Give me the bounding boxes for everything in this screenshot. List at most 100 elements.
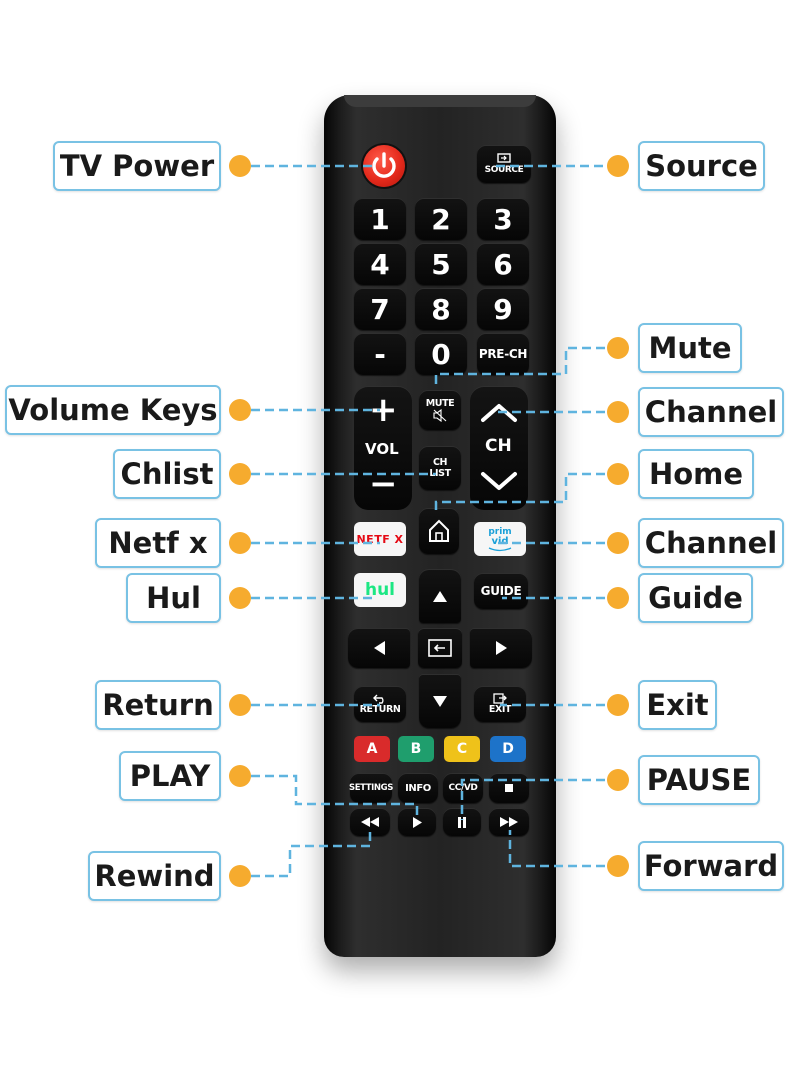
hulu-button[interactable]: hul xyxy=(354,573,406,607)
dot-netflix xyxy=(229,532,251,554)
prime-smile-icon xyxy=(488,546,512,551)
color-key-b[interactable]: B xyxy=(398,736,434,762)
dot-channel xyxy=(607,401,629,423)
dpad-down-button[interactable] xyxy=(419,674,461,728)
prime-logo-top: prim xyxy=(488,526,512,537)
number-key-4[interactable]: 4 xyxy=(354,243,406,285)
dot-rewind xyxy=(229,865,251,887)
dpad-up-button[interactable] xyxy=(419,569,461,623)
dpad-right-button[interactable] xyxy=(470,628,532,668)
callout-guide: Guide xyxy=(638,573,753,623)
channel-rocker[interactable]: CH xyxy=(470,386,528,510)
leader-home xyxy=(434,472,605,512)
settings-button[interactable]: SETTINGS xyxy=(349,773,393,803)
callout-forward: Forward xyxy=(638,841,784,891)
dash-key[interactable]: - xyxy=(354,333,406,375)
color-key-d[interactable]: D xyxy=(490,736,526,762)
callout-channel-prime: Channel xyxy=(638,518,784,568)
volume-down-symbol: − xyxy=(369,464,398,504)
arrow-left-icon xyxy=(373,641,385,655)
callout-tv-power: TV Power xyxy=(53,141,221,191)
dpad-enter-button[interactable] xyxy=(418,628,462,668)
rewind-button[interactable] xyxy=(350,808,390,836)
color-key-a[interactable]: A xyxy=(354,736,390,762)
callout-netflix: Netf x xyxy=(95,518,221,568)
color-key-c[interactable]: C xyxy=(444,736,480,762)
callout-rewind: Rewind xyxy=(88,851,221,901)
mute-key-label: MUTE xyxy=(425,398,455,409)
exit-icon xyxy=(493,693,507,704)
source-icon xyxy=(497,153,511,163)
number-key-9[interactable]: 9 xyxy=(477,288,529,330)
callout-exit: Exit xyxy=(638,680,717,730)
leader-forward xyxy=(508,830,605,868)
dot-source xyxy=(607,155,629,177)
dot-exit xyxy=(607,694,629,716)
callout-source: Source xyxy=(638,141,765,191)
exit-key-label: EXIT xyxy=(488,704,512,715)
number-key-0[interactable]: 0 xyxy=(415,333,467,375)
ch-list-button[interactable]: CH LIST xyxy=(419,446,461,490)
number-key-1[interactable]: 1 xyxy=(354,198,406,240)
info-button[interactable]: INFO xyxy=(398,773,438,803)
callout-chlist: Chlist xyxy=(113,449,221,499)
pre-ch-button[interactable]: PRE-CH xyxy=(477,333,529,375)
number-key-5[interactable]: 5 xyxy=(415,243,467,285)
enter-icon xyxy=(428,639,452,657)
callout-volume-keys: Volume Keys xyxy=(5,385,221,435)
callout-pause: PAUSE xyxy=(638,755,760,805)
dot-home xyxy=(607,463,629,485)
dot-volume xyxy=(229,399,251,421)
callout-home: Home xyxy=(638,449,754,499)
callout-hulu: Hul xyxy=(126,573,221,623)
dot-mute xyxy=(607,337,629,359)
callout-mute: Mute xyxy=(638,323,742,373)
mute-button[interactable]: MUTE xyxy=(419,390,461,430)
pause-icon xyxy=(458,816,466,828)
rewind-icon xyxy=(361,817,379,827)
netflix-button[interactable]: NETF X xyxy=(354,522,406,556)
dot-forward xyxy=(607,855,629,877)
stop-icon xyxy=(505,784,513,792)
guide-button[interactable]: GUIDE xyxy=(474,573,528,609)
remote-top-notch xyxy=(344,95,536,107)
home-button[interactable] xyxy=(419,508,459,554)
dot-play xyxy=(229,765,251,787)
leader-play xyxy=(251,774,419,820)
source-button[interactable]: SOURCE xyxy=(477,145,531,183)
number-key-3[interactable]: 3 xyxy=(477,198,529,240)
leader-mute xyxy=(434,346,605,388)
ch-list-label-top: CH xyxy=(432,457,448,468)
callout-play: PLAY xyxy=(119,751,221,801)
leader-pause xyxy=(460,778,605,820)
prime-video-button[interactable]: prim vid xyxy=(474,522,526,556)
leader-rewind xyxy=(251,830,372,878)
volume-label: VOL xyxy=(365,440,399,458)
fast-forward-icon xyxy=(500,817,518,827)
return-key-label: RETURN xyxy=(359,704,401,715)
play-icon xyxy=(412,816,422,828)
dot-guide xyxy=(607,587,629,609)
hulu-logo: hul xyxy=(364,580,396,600)
number-key-2[interactable]: 2 xyxy=(415,198,467,240)
dot-prime xyxy=(607,532,629,554)
mute-icon xyxy=(433,409,447,422)
dpad-left-button[interactable] xyxy=(348,628,410,668)
power-icon xyxy=(372,152,396,178)
arrow-up-icon xyxy=(433,590,447,602)
callout-channel: Channel xyxy=(638,387,784,437)
stop-button[interactable] xyxy=(489,773,529,803)
channel-label: CH xyxy=(485,436,512,456)
arrow-down-icon xyxy=(433,695,447,707)
source-key-label: SOURCE xyxy=(484,165,524,175)
number-key-8[interactable]: 8 xyxy=(415,288,467,330)
dot-hulu xyxy=(229,587,251,609)
volume-rocker[interactable]: + VOL − xyxy=(354,386,412,510)
dot-tv-power xyxy=(229,155,251,177)
number-key-7[interactable]: 7 xyxy=(354,288,406,330)
dot-return xyxy=(229,694,251,716)
number-key-6[interactable]: 6 xyxy=(477,243,529,285)
home-icon xyxy=(429,519,449,542)
